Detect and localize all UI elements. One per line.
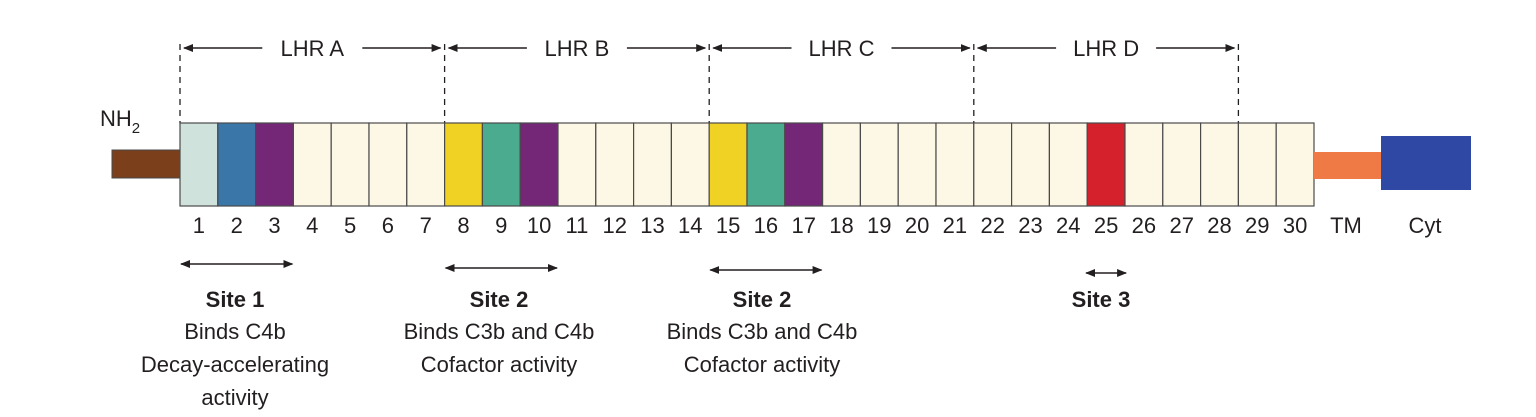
scr-box-21: [935, 122, 975, 207]
scr-number-25: 25: [1094, 213, 1118, 238]
scr-number-15: 15: [716, 213, 740, 238]
scr-number-6: 6: [382, 213, 394, 238]
cytoplasmic-domain: [1381, 136, 1471, 190]
scr-number-21: 21: [943, 213, 967, 238]
scr-number-20: 20: [905, 213, 929, 238]
scr-number-16: 16: [754, 213, 778, 238]
scr-number-9: 9: [495, 213, 507, 238]
scr-box-30: [1275, 122, 1315, 207]
site-desc-1-0: Binds C3b and C4b: [404, 319, 595, 344]
transmembrane-domain: [1314, 152, 1382, 179]
scr-number-22: 22: [980, 213, 1004, 238]
scr-box-29: [1237, 122, 1277, 207]
scr-number-4: 4: [306, 213, 318, 238]
scr-number-5: 5: [344, 213, 356, 238]
scr-box-17: [784, 122, 824, 207]
tm-label: TM: [1330, 213, 1362, 238]
site-desc-0-2: activity: [201, 385, 268, 410]
cyt-label: Cyt: [1409, 213, 1442, 238]
scr-box-8: [444, 122, 484, 207]
scr-box-14: [670, 122, 710, 207]
site-desc-2-1: Cofactor activity: [684, 352, 841, 377]
scr-box-22: [973, 122, 1013, 207]
scr-box-19: [859, 122, 899, 207]
site-desc-0-1: Decay-accelerating: [141, 352, 329, 377]
scr-box-5: [330, 122, 370, 207]
site-title-3: Site 3: [1072, 287, 1131, 312]
n-terminus-label: NH2: [100, 106, 140, 137]
region-label-0: LHR A: [281, 36, 345, 61]
scr-number-11: 11: [565, 213, 588, 238]
scr-number-28: 28: [1207, 213, 1231, 238]
site-desc-2-0: Binds C3b and C4b: [667, 319, 858, 344]
scr-number-10: 10: [527, 213, 551, 238]
scr-number-24: 24: [1056, 213, 1080, 238]
site-desc-1-1: Cofactor activity: [421, 352, 578, 377]
scr-box-16: [746, 122, 786, 207]
site-title-0: Site 1: [206, 287, 265, 312]
scr-box-3: [255, 122, 295, 207]
scr-box-4: [292, 122, 332, 207]
scr-box-7: [406, 122, 446, 207]
scr-number-18: 18: [829, 213, 853, 238]
scr-number-29: 29: [1245, 213, 1269, 238]
scr-number-19: 19: [867, 213, 891, 238]
scr-number-27: 27: [1169, 213, 1193, 238]
scr-number-2: 2: [231, 213, 243, 238]
site-title-1: Site 2: [470, 287, 529, 312]
site-desc-0-0: Binds C4b: [184, 319, 286, 344]
scr-number-1: 1: [193, 213, 205, 238]
scr-number-13: 13: [640, 213, 664, 238]
scr-number-8: 8: [457, 213, 469, 238]
scr-number-3: 3: [268, 213, 280, 238]
scr-number-23: 23: [1018, 213, 1042, 238]
region-label-2: LHR C: [808, 36, 874, 61]
scr-box-1: [179, 122, 219, 207]
scr-number-7: 7: [420, 213, 432, 238]
site-title-2: Site 2: [733, 287, 792, 312]
scr-box-26: [1124, 122, 1164, 207]
region-label-1: LHR B: [545, 36, 610, 61]
scr-box-13: [632, 122, 672, 207]
lhr-region-markers: LHR A LHR B LHR C LHR D: [179, 36, 1240, 123]
scr-box-28: [1199, 122, 1239, 207]
scr-box-20: [897, 122, 937, 207]
scr-number-30: 30: [1283, 213, 1307, 238]
scr-number-17: 17: [791, 213, 815, 238]
scr-box-15: [708, 122, 748, 207]
scr-box-6: [368, 122, 408, 207]
scr-box-24: [1048, 122, 1088, 207]
scr-box-11: [557, 122, 597, 207]
region-label-3: LHR D: [1073, 36, 1139, 61]
scr-box-2: [217, 122, 257, 207]
scr-box-25: [1086, 122, 1126, 207]
scr-box-27: [1162, 122, 1202, 207]
scr-box-18: [821, 122, 861, 207]
scr-domain-track: [179, 122, 1315, 207]
scr-box-10: [519, 122, 559, 207]
scr-box-9: [481, 122, 521, 207]
n-terminal-stub: [111, 149, 181, 179]
scr-number-14: 14: [678, 213, 702, 238]
scr-number-12: 12: [602, 213, 626, 238]
scr-box-23: [1010, 122, 1050, 207]
scr-number-26: 26: [1132, 213, 1156, 238]
scr-box-12: [595, 122, 635, 207]
